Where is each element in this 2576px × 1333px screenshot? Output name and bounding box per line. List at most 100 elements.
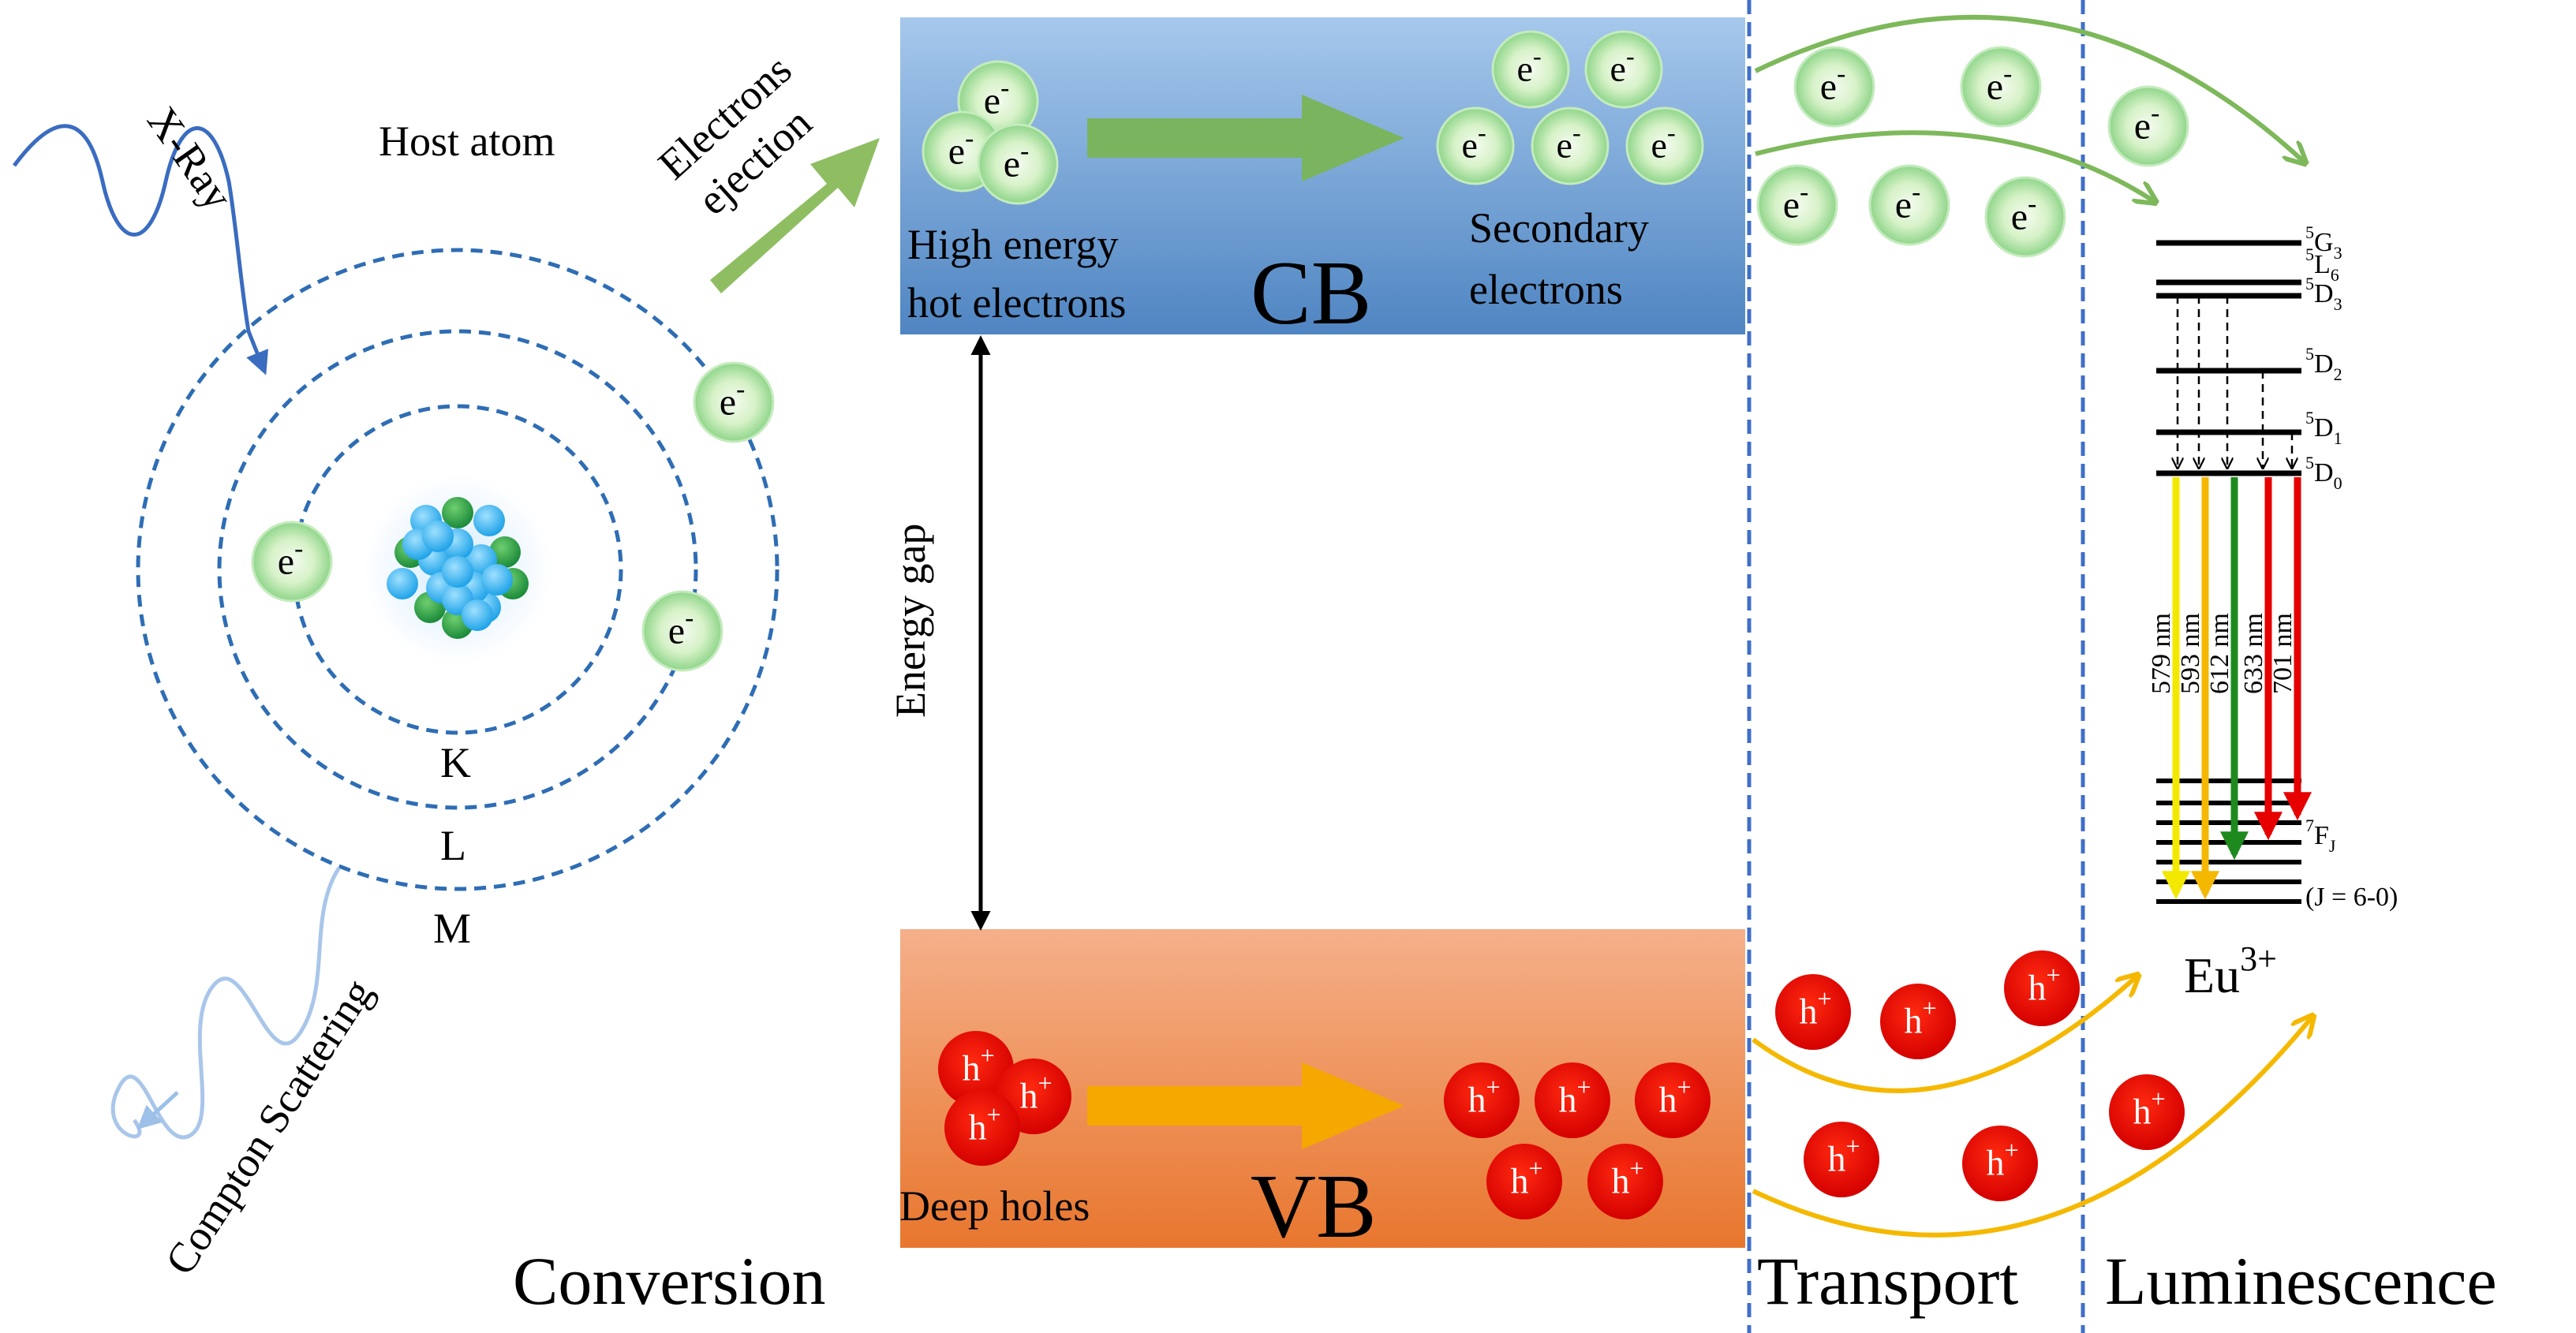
- electron-body: [977, 123, 1059, 205]
- electron: e-: [1584, 30, 1663, 109]
- energy-gap-label: Energy gap: [887, 524, 934, 718]
- electron: e-: [1793, 46, 1875, 128]
- ejection-arrow: [710, 138, 880, 293]
- electron-charge: -: [1572, 118, 1581, 147]
- electron-body: [1436, 106, 1515, 185]
- electron: e-: [1491, 30, 1570, 109]
- hole-body: [2109, 1074, 2185, 1150]
- electron-body: [1625, 106, 1704, 185]
- level-label-d2: 5D2: [2305, 344, 2342, 384]
- level-main: F: [2314, 821, 2329, 850]
- electron-charge: -: [1626, 42, 1635, 70]
- high-energy-label-2: hot electrons: [907, 279, 1126, 327]
- deep-holes-label: Deep holes: [899, 1182, 1090, 1230]
- level-sub: 0: [2334, 473, 2342, 493]
- hole-body: [2004, 950, 2080, 1026]
- nucleon: [462, 599, 493, 631]
- electron-charge: -: [1478, 118, 1486, 147]
- electron: e-: [1436, 106, 1515, 185]
- compton-arrow: [136, 1091, 179, 1130]
- level-sub: 3: [2334, 294, 2342, 314]
- nucleon: [387, 568, 418, 599]
- shell-k-label: K: [440, 739, 471, 786]
- level-label-fj: 7FJ: [2305, 816, 2336, 856]
- hole-charge: +: [1630, 1154, 1644, 1182]
- electron-charge: -: [1533, 42, 1542, 70]
- electron-body: [1584, 30, 1663, 109]
- luminescence-title: Luminescence: [2105, 1243, 2497, 1319]
- shell-m-label: M: [433, 905, 471, 952]
- electron-charge: -: [1800, 177, 1808, 207]
- level-sup: 5: [2305, 274, 2314, 293]
- level-label-d3: 5D3: [2305, 274, 2342, 314]
- level-main: D: [2314, 413, 2334, 442]
- electron-charge: -: [294, 534, 303, 563]
- hole: h+: [1880, 984, 1956, 1059]
- hole: h+: [1587, 1144, 1663, 1219]
- electron-charge: -: [685, 603, 694, 633]
- electron: e-: [1756, 164, 1838, 246]
- level-main: L: [2314, 250, 2331, 279]
- electron: e-: [1531, 106, 1610, 185]
- vb-transfer-arrow: [1087, 1062, 1404, 1149]
- shell-l-label: L: [440, 822, 466, 869]
- hole-charge: +: [1677, 1073, 1692, 1101]
- electron-body: [1960, 46, 2042, 128]
- hole-arc-upper: [1752, 976, 2137, 1093]
- level-main: D: [2314, 458, 2334, 487]
- electron-charge: -: [2028, 189, 2036, 218]
- hole: h+: [1804, 1122, 1879, 1197]
- high-energy-label-1: High energy: [907, 221, 1118, 268]
- nucleon: [442, 556, 473, 588]
- level-sup: 5: [2305, 222, 2314, 242]
- electron: e-: [1625, 106, 1704, 185]
- electron-body: [641, 590, 723, 672]
- emission-label: 701 nm: [2268, 613, 2297, 694]
- eu-ion-label: Eu3+: [2184, 939, 2277, 1003]
- hole-charge: +: [1818, 984, 1832, 1013]
- electron-charge: -: [1837, 59, 1845, 88]
- hole: h+: [2004, 950, 2080, 1026]
- emission-label: 579 nm: [2147, 613, 2176, 694]
- electron-charge: -: [1000, 73, 1009, 103]
- level-main: D: [2314, 349, 2334, 379]
- orbit-m: [136, 248, 780, 891]
- hole-body: [1535, 1062, 1610, 1138]
- electron-body: [693, 361, 775, 443]
- electron-body: [1868, 164, 1950, 246]
- electron-charge: -: [965, 124, 974, 153]
- xray-wave: [12, 124, 269, 375]
- electron: e-: [1868, 164, 1950, 246]
- hole: h+: [2109, 1074, 2185, 1150]
- hole-body: [1587, 1144, 1663, 1219]
- emission-label: 612 nm: [2205, 613, 2234, 694]
- level-label-d1: 5D1: [2305, 408, 2342, 448]
- nucleon: [481, 564, 513, 596]
- electron-body: [2107, 85, 2189, 167]
- hole-body: [944, 1090, 1020, 1166]
- hole-charge: +: [1923, 994, 1937, 1022]
- host-atom: [136, 248, 780, 891]
- level-label-g3: 5G3: [2305, 222, 2342, 263]
- hole: h+: [1535, 1062, 1610, 1138]
- orbit-l: [217, 329, 698, 810]
- level-sub: 1: [2334, 428, 2342, 448]
- nucleon: [442, 497, 473, 528]
- electron-body: [1984, 176, 2066, 258]
- hole: h+: [944, 1090, 1020, 1166]
- particles: e-e-e-e-e-e-e-e-e-e-e-e-e-e-e-e-e-h+h+h+…: [251, 30, 2189, 1219]
- hole-charge: +: [2152, 1085, 2166, 1113]
- xray-label: X-Ray: [138, 98, 242, 218]
- electron: e-: [1960, 46, 2042, 128]
- electron: e-: [641, 590, 723, 672]
- hole-body: [1804, 1122, 1879, 1197]
- electron-charge: -: [2003, 59, 2012, 88]
- hole-charge: +: [1486, 1073, 1501, 1101]
- hole: h+: [1486, 1144, 1562, 1219]
- electron: e-: [2107, 85, 2189, 167]
- nucleon: [473, 505, 505, 536]
- cb-label: CB: [1251, 243, 1371, 343]
- level-sup: 5: [2305, 344, 2314, 364]
- emission-label: 633 nm: [2239, 613, 2268, 694]
